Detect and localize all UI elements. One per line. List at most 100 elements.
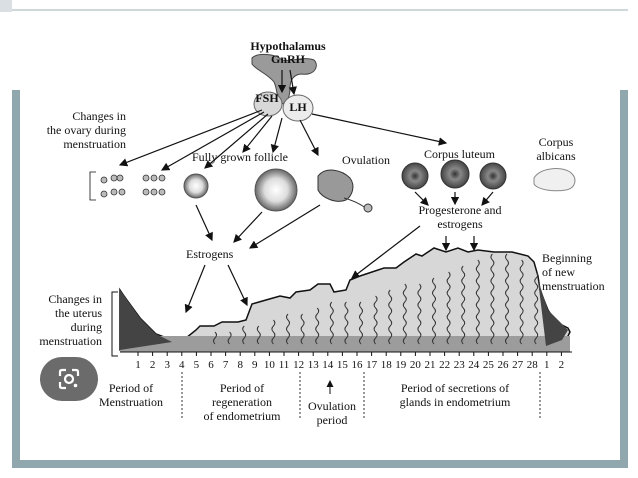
day-label: 27	[512, 359, 524, 371]
gland	[402, 283, 407, 345]
regeneration-phase-line-3: of endometrium	[203, 409, 281, 423]
gland	[242, 325, 247, 345]
day-label: 6	[208, 359, 214, 371]
gland	[359, 301, 363, 345]
hypothalamus-label: Hypothalamus	[250, 39, 326, 53]
secretion-phase-line-1: Period of secretions of	[400, 381, 510, 395]
new-menstruation-line-2: of new	[542, 265, 575, 279]
gland	[417, 283, 422, 345]
day-label: 8	[237, 359, 243, 371]
gnrh-label: GnRH	[270, 52, 305, 66]
hormone-arrows	[118, 69, 448, 171]
fsh-label: FSH	[255, 91, 279, 105]
day-label: 2	[150, 359, 156, 371]
day-label: 18	[381, 359, 393, 371]
corpus-luteum-label: Corpus luteum	[424, 147, 495, 161]
secretion-arrows	[184, 191, 494, 314]
ovulation-phase-line-2: period	[316, 413, 348, 427]
endometrial-glands	[213, 253, 539, 345]
day-label: 21	[425, 359, 436, 371]
follicle-label: Fully grown follicle	[192, 150, 288, 164]
day-label: 23	[454, 359, 466, 371]
day-label: 26	[498, 359, 510, 371]
ovary-changes-line-2: the ovary during	[46, 123, 126, 137]
day-label: 4	[179, 359, 185, 371]
day-label: 14	[322, 359, 334, 371]
day-label: 25	[483, 359, 495, 371]
day-label: 3	[164, 359, 170, 371]
gland	[505, 253, 509, 345]
gland	[373, 295, 378, 345]
regeneration-phase-line-1: Period of	[219, 381, 265, 395]
day-label: 5	[194, 359, 200, 371]
gland	[446, 271, 451, 345]
day-label: 28	[527, 359, 539, 371]
menstruation-phase-line-1: Period of	[108, 381, 154, 395]
day-label: 16	[352, 359, 364, 371]
day-label: 22	[439, 359, 450, 371]
uterus-changes-line-1: Changes in	[48, 292, 102, 306]
day-label: 11	[279, 359, 290, 371]
gland	[490, 253, 495, 345]
day-label: 24	[468, 359, 480, 371]
gland	[388, 289, 393, 345]
corpus-albicans-line-2: albicans	[536, 149, 576, 163]
progesterone-line-1: Progesterone and	[418, 203, 502, 217]
uterus-changes-line-2: the uterus	[55, 306, 102, 320]
regeneration-phase-line-2: regeneration	[212, 395, 272, 409]
day-label: 20	[410, 359, 422, 371]
new-menstruation-line-1: Beginning	[542, 251, 592, 265]
gland	[256, 325, 261, 345]
gland	[329, 301, 334, 345]
new-menstruation-line-3: menstruation	[542, 279, 605, 293]
gland	[344, 301, 349, 345]
endometrium-profile	[119, 247, 571, 352]
primordial-follicles	[89, 171, 166, 201]
gland	[475, 259, 480, 345]
gland	[286, 313, 290, 345]
day-label: 1	[135, 359, 141, 371]
gland	[300, 313, 305, 345]
lh-label: LH	[289, 100, 307, 114]
secretion-phase-line-2: glands in endometrium	[399, 395, 511, 409]
gland	[461, 265, 466, 345]
lens-button[interactable]	[40, 357, 98, 401]
growing-follicles	[183, 168, 373, 213]
gland	[315, 307, 320, 345]
corpus-albicans-line-1: Corpus	[538, 135, 574, 149]
day-label: 7	[223, 359, 229, 371]
day-label: 10	[264, 359, 276, 371]
uterus-changes-line-4: menstruation	[39, 334, 102, 348]
day-label: 17	[366, 359, 378, 371]
day-label: 2	[559, 359, 565, 371]
gland	[271, 319, 276, 345]
menstruation-phase-line-2: Menstruation	[99, 395, 163, 409]
day-label: 9	[252, 359, 258, 371]
ovulation-label: Ovulation	[342, 153, 390, 167]
uterus-changes-line-3: during	[70, 320, 102, 334]
day-label: 12	[293, 359, 304, 371]
progesterone-line-2: estrogens	[437, 217, 483, 231]
uterus-bracket	[111, 291, 118, 357]
ovulation-phase-line-1: Ovulation	[308, 399, 356, 413]
day-label: 15	[337, 359, 349, 371]
gland	[519, 259, 524, 345]
phase-dividers	[181, 372, 541, 420]
gland	[213, 331, 217, 345]
corpus-albicans-shape	[533, 168, 576, 192]
ovary-changes-line-1: Changes in	[72, 109, 126, 123]
gland	[432, 277, 436, 345]
day-label: 19	[395, 359, 407, 371]
corpus-luteum-series	[401, 159, 507, 190]
pituitary-gland	[251, 53, 317, 122]
estrogens-label: Estrogens	[186, 247, 234, 261]
day-label: 1	[544, 359, 550, 371]
ovary-changes-line-3: menstruation	[63, 137, 126, 151]
lens-icon	[58, 368, 80, 390]
gland	[227, 331, 232, 345]
gland	[534, 271, 539, 345]
day-label: 13	[308, 359, 320, 371]
